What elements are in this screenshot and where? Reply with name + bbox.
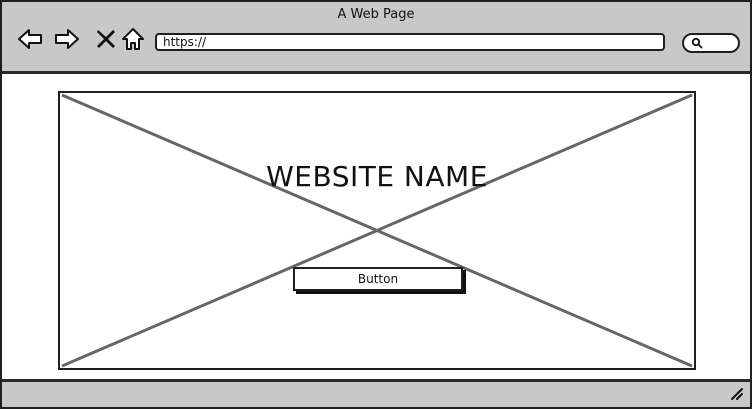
status-bar xyxy=(2,379,750,407)
window-title: A Web Page xyxy=(337,7,415,22)
back-icon[interactable] xyxy=(16,25,44,53)
image-placeholder-icon xyxy=(61,93,693,368)
primary-button[interactable]: Button xyxy=(293,267,463,291)
forward-icon[interactable] xyxy=(53,25,81,53)
primary-button-label: Button xyxy=(357,272,399,286)
resize-grip-icon[interactable] xyxy=(730,387,744,401)
address-bar-text: https:// xyxy=(163,35,207,49)
search-icon xyxy=(691,37,703,49)
hero-section: WEBSITE NAME Button xyxy=(58,91,696,370)
home-icon[interactable] xyxy=(119,25,147,53)
search-button[interactable] xyxy=(682,33,740,53)
browser-toolbar: A Web Page https:// xyxy=(2,2,750,74)
close-icon[interactable] xyxy=(92,25,120,53)
website-name: WEBSITE NAME xyxy=(266,160,488,193)
address-bar[interactable]: https:// xyxy=(155,33,665,51)
